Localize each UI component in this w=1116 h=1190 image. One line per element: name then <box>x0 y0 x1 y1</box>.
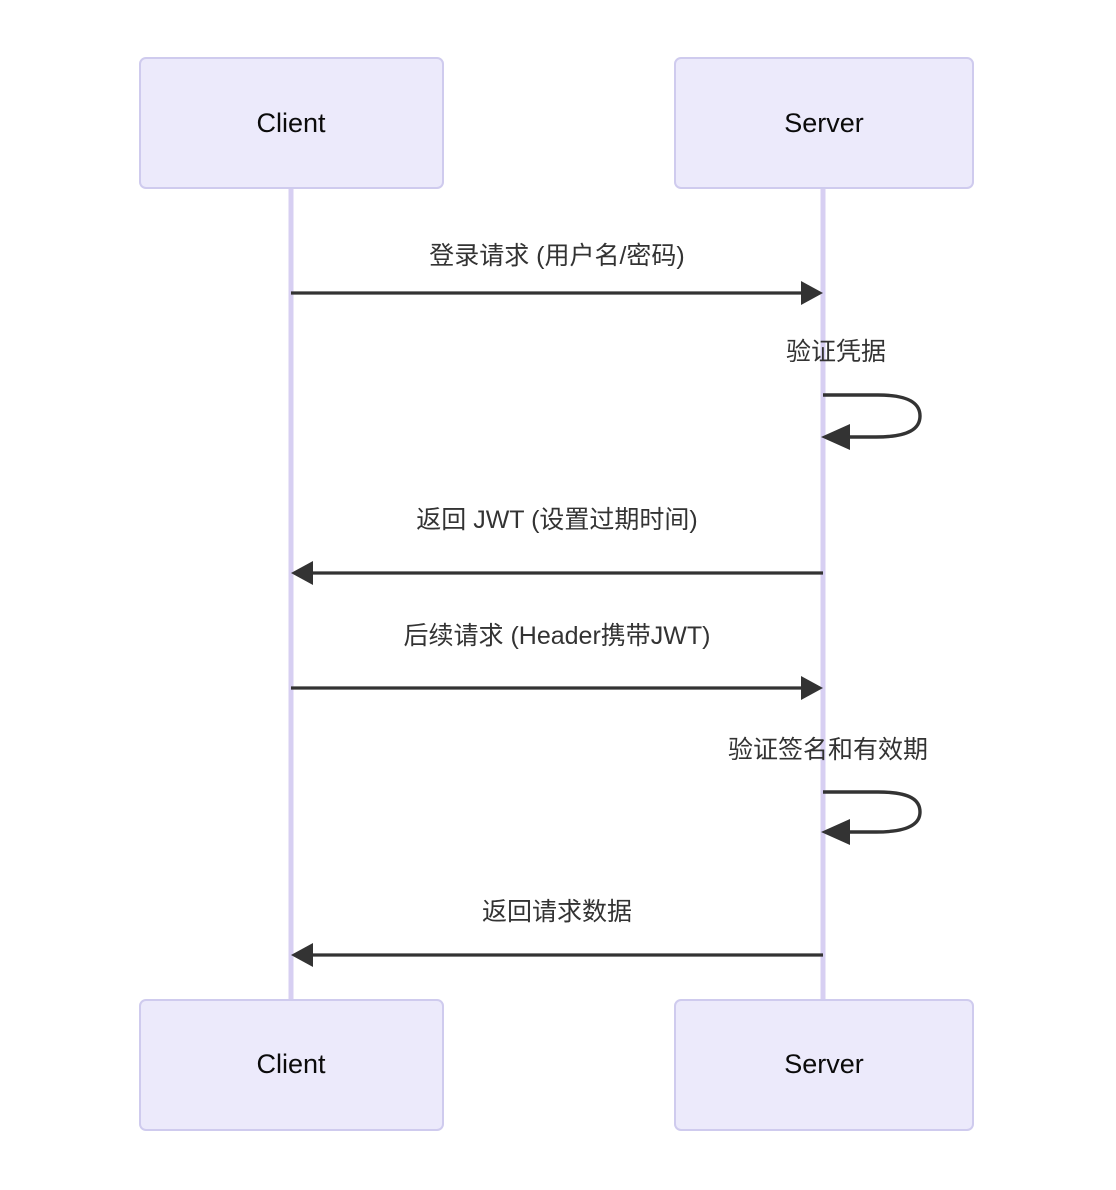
actor-box-server-top[interactable]: Server <box>674 57 974 189</box>
message-2-label: 验证凭据 <box>786 338 886 366</box>
actor-box-server-bottom[interactable]: Server <box>674 999 974 1131</box>
message-4-arrowhead-right <box>801 676 823 700</box>
actor-box-client-bottom[interactable]: Client <box>139 999 444 1131</box>
message-5-loop-path <box>823 790 922 834</box>
actor-box-client-top[interactable]: Client <box>139 57 444 189</box>
message-1-label: 登录请求 (用户名/密码) <box>429 242 685 270</box>
message-1-arrowhead-right <box>801 281 823 305</box>
message-4-subsequent-request[interactable]: 后续请求 (Header携带JWT) <box>291 622 823 700</box>
message-5-arrowhead-left <box>821 819 850 845</box>
actor-box-server-top-rect <box>674 57 974 189</box>
message-5-verify-signature-expiry[interactable]: 验证签名和有效期 <box>728 736 928 845</box>
message-2-arrowhead-left <box>821 424 850 450</box>
message-6-arrowhead-left <box>291 943 313 967</box>
actor-box-client-bottom-rect <box>139 999 444 1131</box>
actor-label-server-top: Server <box>784 108 864 138</box>
message-6-return-data[interactable]: 返回请求数据 <box>291 898 823 967</box>
message-1-login-request[interactable]: 登录请求 (用户名/密码) <box>291 242 823 305</box>
message-3-label: 返回 JWT (设置过期时间) <box>416 506 697 534</box>
actor-label-client-top: Client <box>256 108 326 138</box>
message-3-return-jwt[interactable]: 返回 JWT (设置过期时间) <box>291 506 823 585</box>
actor-box-server-bottom-rect <box>674 999 974 1131</box>
message-2-loop-path <box>823 393 922 439</box>
message-6-label: 返回请求数据 <box>482 898 632 926</box>
lifelines-group <box>288 188 826 1000</box>
message-4-label: 后续请求 (Header携带JWT) <box>404 622 711 650</box>
message-3-arrowhead-left <box>291 561 313 585</box>
actor-label-server-bottom: Server <box>784 1049 864 1079</box>
actor-box-client-top-rect <box>139 57 444 189</box>
message-5-label: 验证签名和有效期 <box>728 736 928 764</box>
actor-label-client-bottom: Client <box>256 1049 326 1079</box>
message-2-verify-credentials[interactable]: 验证凭据 <box>786 338 922 450</box>
